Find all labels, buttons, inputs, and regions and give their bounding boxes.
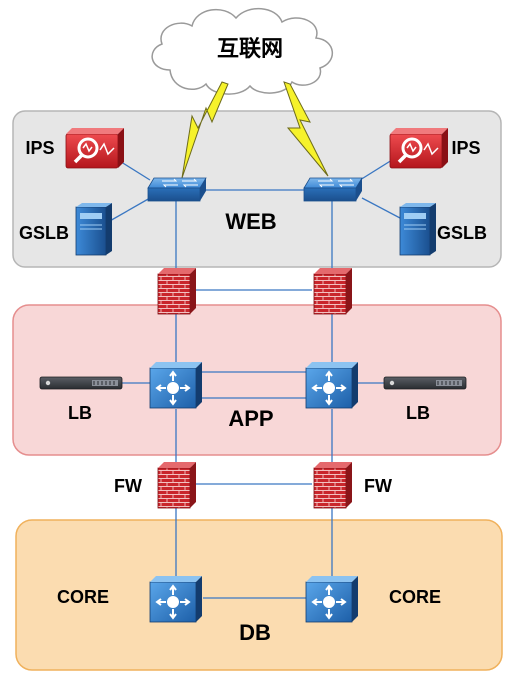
layer3-switch-icon	[305, 576, 358, 623]
load-balancer-icon	[39, 376, 123, 390]
lightning-bolt-icon	[181, 81, 229, 179]
web-zone-label: WEB	[225, 209, 276, 234]
load-balancer-icon	[383, 376, 467, 390]
ips-left-label: IPS	[25, 138, 54, 158]
layer3-switch-icon	[149, 576, 202, 623]
gslb-right-label: GSLB	[437, 223, 487, 243]
ips-right-label: IPS	[451, 138, 480, 158]
firewall-icon	[157, 268, 196, 315]
app-zone	[12, 304, 502, 456]
firewall-icon	[313, 462, 352, 509]
firewall-icon	[157, 462, 196, 509]
server-icon	[75, 203, 112, 256]
cloud-label: 互联网	[217, 37, 283, 62]
fw-right-label: FW	[364, 476, 392, 496]
web-zone	[12, 110, 502, 268]
layer3-switch-icon	[149, 362, 202, 409]
fw-left-label: FW	[114, 476, 142, 496]
gslb-left-label: GSLB	[19, 223, 69, 243]
ips-appliance-icon	[389, 128, 448, 169]
network-links	[107, 159, 401, 599]
core-left-label: CORE	[57, 587, 109, 607]
db-zone-label: DB	[239, 620, 271, 645]
ips-appliance-icon	[65, 128, 124, 169]
layer3-switch-icon	[305, 362, 358, 409]
switch-icon	[147, 177, 207, 202]
core-right-label: CORE	[389, 587, 441, 607]
server-icon	[399, 203, 436, 256]
lb-left-label: LB	[68, 403, 92, 423]
switch-icon	[303, 177, 363, 202]
lightning-bolt-icon	[283, 81, 329, 177]
firewall-icon	[313, 268, 352, 315]
db-zone	[15, 519, 503, 671]
app-zone-label: APP	[228, 406, 273, 431]
lb-right-label: LB	[406, 403, 430, 423]
cloud-icon	[151, 8, 333, 95]
